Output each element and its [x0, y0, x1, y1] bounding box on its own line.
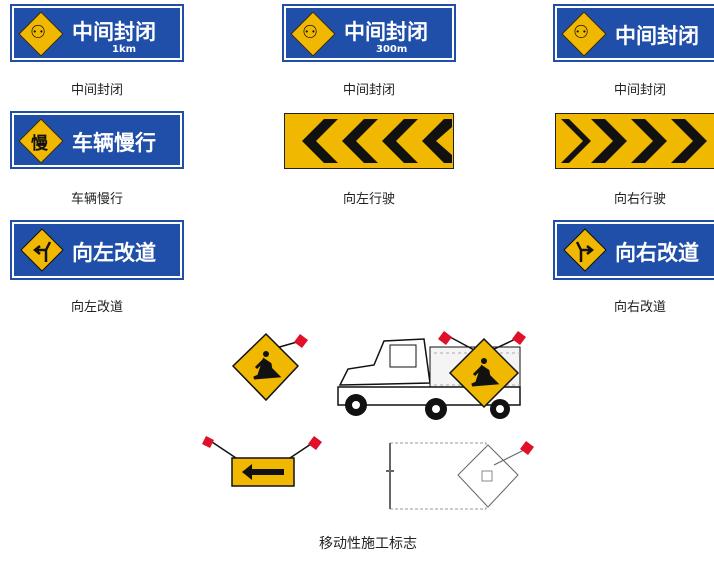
truck-with-sign — [337, 331, 526, 420]
sign-text: 向左改道 — [72, 241, 156, 265]
caption: 中间封闭 — [70, 83, 123, 98]
sign-detour-right: 向右改道 — [553, 220, 714, 280]
sign-text: 中间封闭 — [72, 20, 156, 44]
sign-middle-closed-1km: ⚇ 中间封闭 1km — [10, 4, 184, 62]
distance-label: 300m — [376, 44, 408, 55]
bottom-caption: 移动性施工标志 — [319, 536, 417, 552]
sign-middle-closed-300m: ⚇ 中间封闭 300m — [282, 4, 456, 62]
arrow-panel-with-flags — [202, 436, 322, 487]
detour-left-icon — [20, 228, 64, 272]
left-chevron-sign — [284, 113, 454, 169]
caption: 车辆慢行 — [70, 192, 123, 207]
distance-label: 1km — [112, 44, 137, 55]
caption: 向右改道 — [613, 300, 666, 315]
sign-text: 中间封闭 — [344, 20, 428, 44]
sign-detour-left: 向左改道 — [10, 220, 184, 280]
caption: 向左行驶 — [342, 192, 395, 207]
detour-right-icon — [563, 228, 607, 272]
closure-symbol-icon: ⚇ — [302, 22, 319, 43]
sign-text: 中间封闭 — [615, 24, 699, 48]
folded-sign-outline — [386, 441, 534, 510]
slow-glyph: 慢 — [31, 134, 48, 154]
sign-text: 车辆慢行 — [72, 131, 156, 155]
caption: 中间封闭 — [613, 83, 666, 98]
sign-middle-closed: ⚇ 中间封闭 — [553, 4, 714, 62]
caption: 中间封闭 — [342, 83, 395, 98]
caption: 向左改道 — [70, 300, 123, 315]
sign-text: 向右改道 — [615, 241, 699, 265]
worker-diamond-sign-with-flag — [231, 332, 308, 402]
closure-symbol-icon: ⚇ — [30, 22, 47, 43]
right-chevron-sign — [555, 113, 714, 169]
caption: 向右行驶 — [613, 192, 666, 207]
sign-slow-vehicles: 慢 车辆慢行 — [10, 111, 184, 169]
closure-symbol-icon: ⚇ — [573, 22, 590, 43]
